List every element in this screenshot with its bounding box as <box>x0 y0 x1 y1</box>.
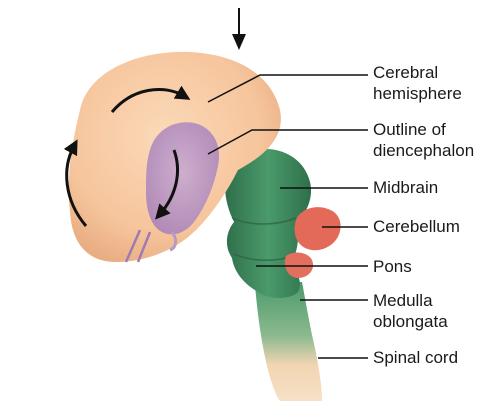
diencephalon-shape <box>146 122 219 234</box>
label-diencephalon: Outline of diencephalon <box>373 119 474 161</box>
label-pons: Pons <box>373 256 412 277</box>
label-cerebral-hemisphere: Cerebral hemisphere <box>373 62 462 104</box>
top-down-arrow <box>232 8 246 50</box>
label-medulla-oblongata: Medulla oblongata <box>373 290 448 332</box>
label-spinal-cord: Spinal cord <box>373 347 458 368</box>
cerebellum-shape <box>295 207 341 250</box>
label-cerebellum: Cerebellum <box>373 216 460 237</box>
label-midbrain: Midbrain <box>373 177 438 198</box>
